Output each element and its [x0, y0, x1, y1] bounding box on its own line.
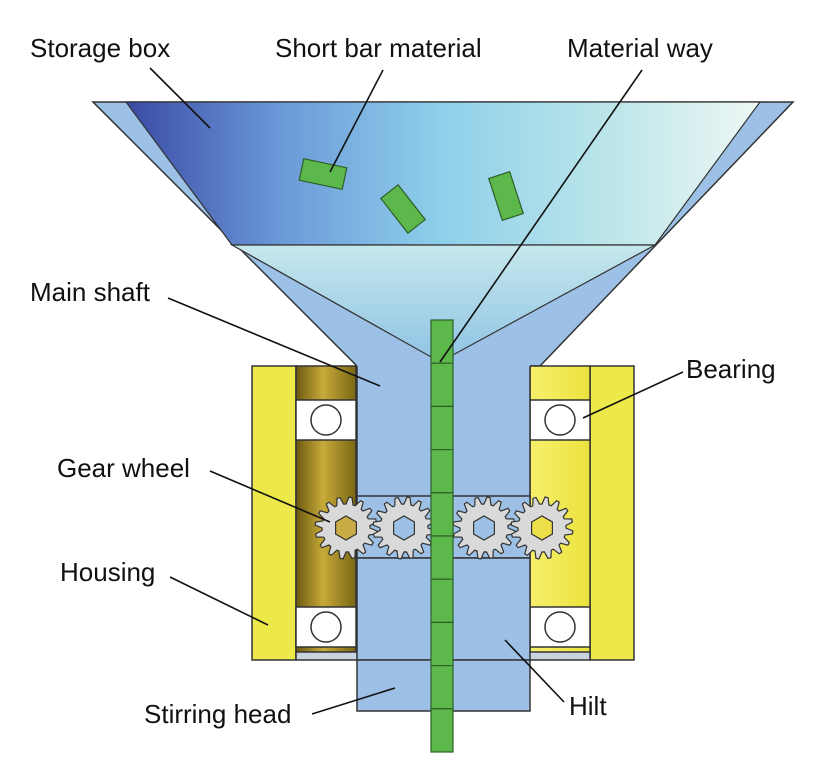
material-segment [430, 492, 454, 537]
material-segment [430, 578, 454, 624]
gear-hub-3 [473, 515, 495, 541]
bearing-bottom-right [529, 606, 591, 648]
leader-bearing [582, 371, 684, 419]
material-segment [430, 405, 454, 451]
bearing-top-left [295, 399, 357, 441]
material-segment [430, 362, 454, 408]
gear-hub-1 [335, 515, 357, 541]
leader-short-bar [329, 69, 384, 173]
bearings [295, 399, 591, 648]
leader-stirring-head [311, 687, 396, 715]
gear-hub-2 [393, 515, 415, 541]
material-segment [430, 621, 454, 667]
label-hilt: Hilt [569, 691, 607, 721]
material-way [430, 319, 454, 753]
label-material-way: Material way [567, 33, 713, 63]
label-stirring-head: Stirring head [144, 699, 291, 729]
label-housing: Housing [60, 557, 155, 587]
label-main-shaft: Main shaft [30, 277, 151, 307]
storage-box [91, 101, 795, 367]
label-storage-box: Storage box [30, 33, 170, 63]
leader-storage-box [149, 67, 211, 129]
labels: Storage box Short bar material Material … [30, 33, 776, 729]
label-bearing: Bearing [686, 354, 776, 384]
gear-wheels [314, 496, 574, 560]
storage-box-interior [124, 101, 762, 246]
short-bar-piece-2 [379, 184, 427, 234]
material-segment [430, 664, 454, 710]
storage-box-cone [229, 244, 656, 363]
material-segment [430, 708, 454, 753]
leader-main-shaft [167, 297, 381, 387]
short-bar-piece-1 [298, 157, 348, 191]
label-gear-wheel: Gear wheel [57, 453, 190, 483]
leader-housing [169, 576, 269, 626]
short-bar-piece-3 [487, 170, 525, 222]
leader-hilt [504, 639, 565, 703]
gear-hub-4 [531, 515, 553, 541]
housing-left-block [251, 365, 297, 661]
leader-lines [149, 67, 684, 715]
material-segment [430, 319, 454, 364]
bearing-top-right [529, 399, 591, 441]
leader-gear-wheel [209, 470, 331, 523]
bearing-bottom-left [295, 606, 357, 648]
label-short-bar-material: Short bar material [275, 33, 482, 63]
material-segment [430, 535, 454, 580]
leader-material-way [439, 69, 643, 363]
material-segment [430, 449, 454, 494]
short-bar-materials [298, 157, 525, 234]
housing-right-block [589, 365, 635, 661]
